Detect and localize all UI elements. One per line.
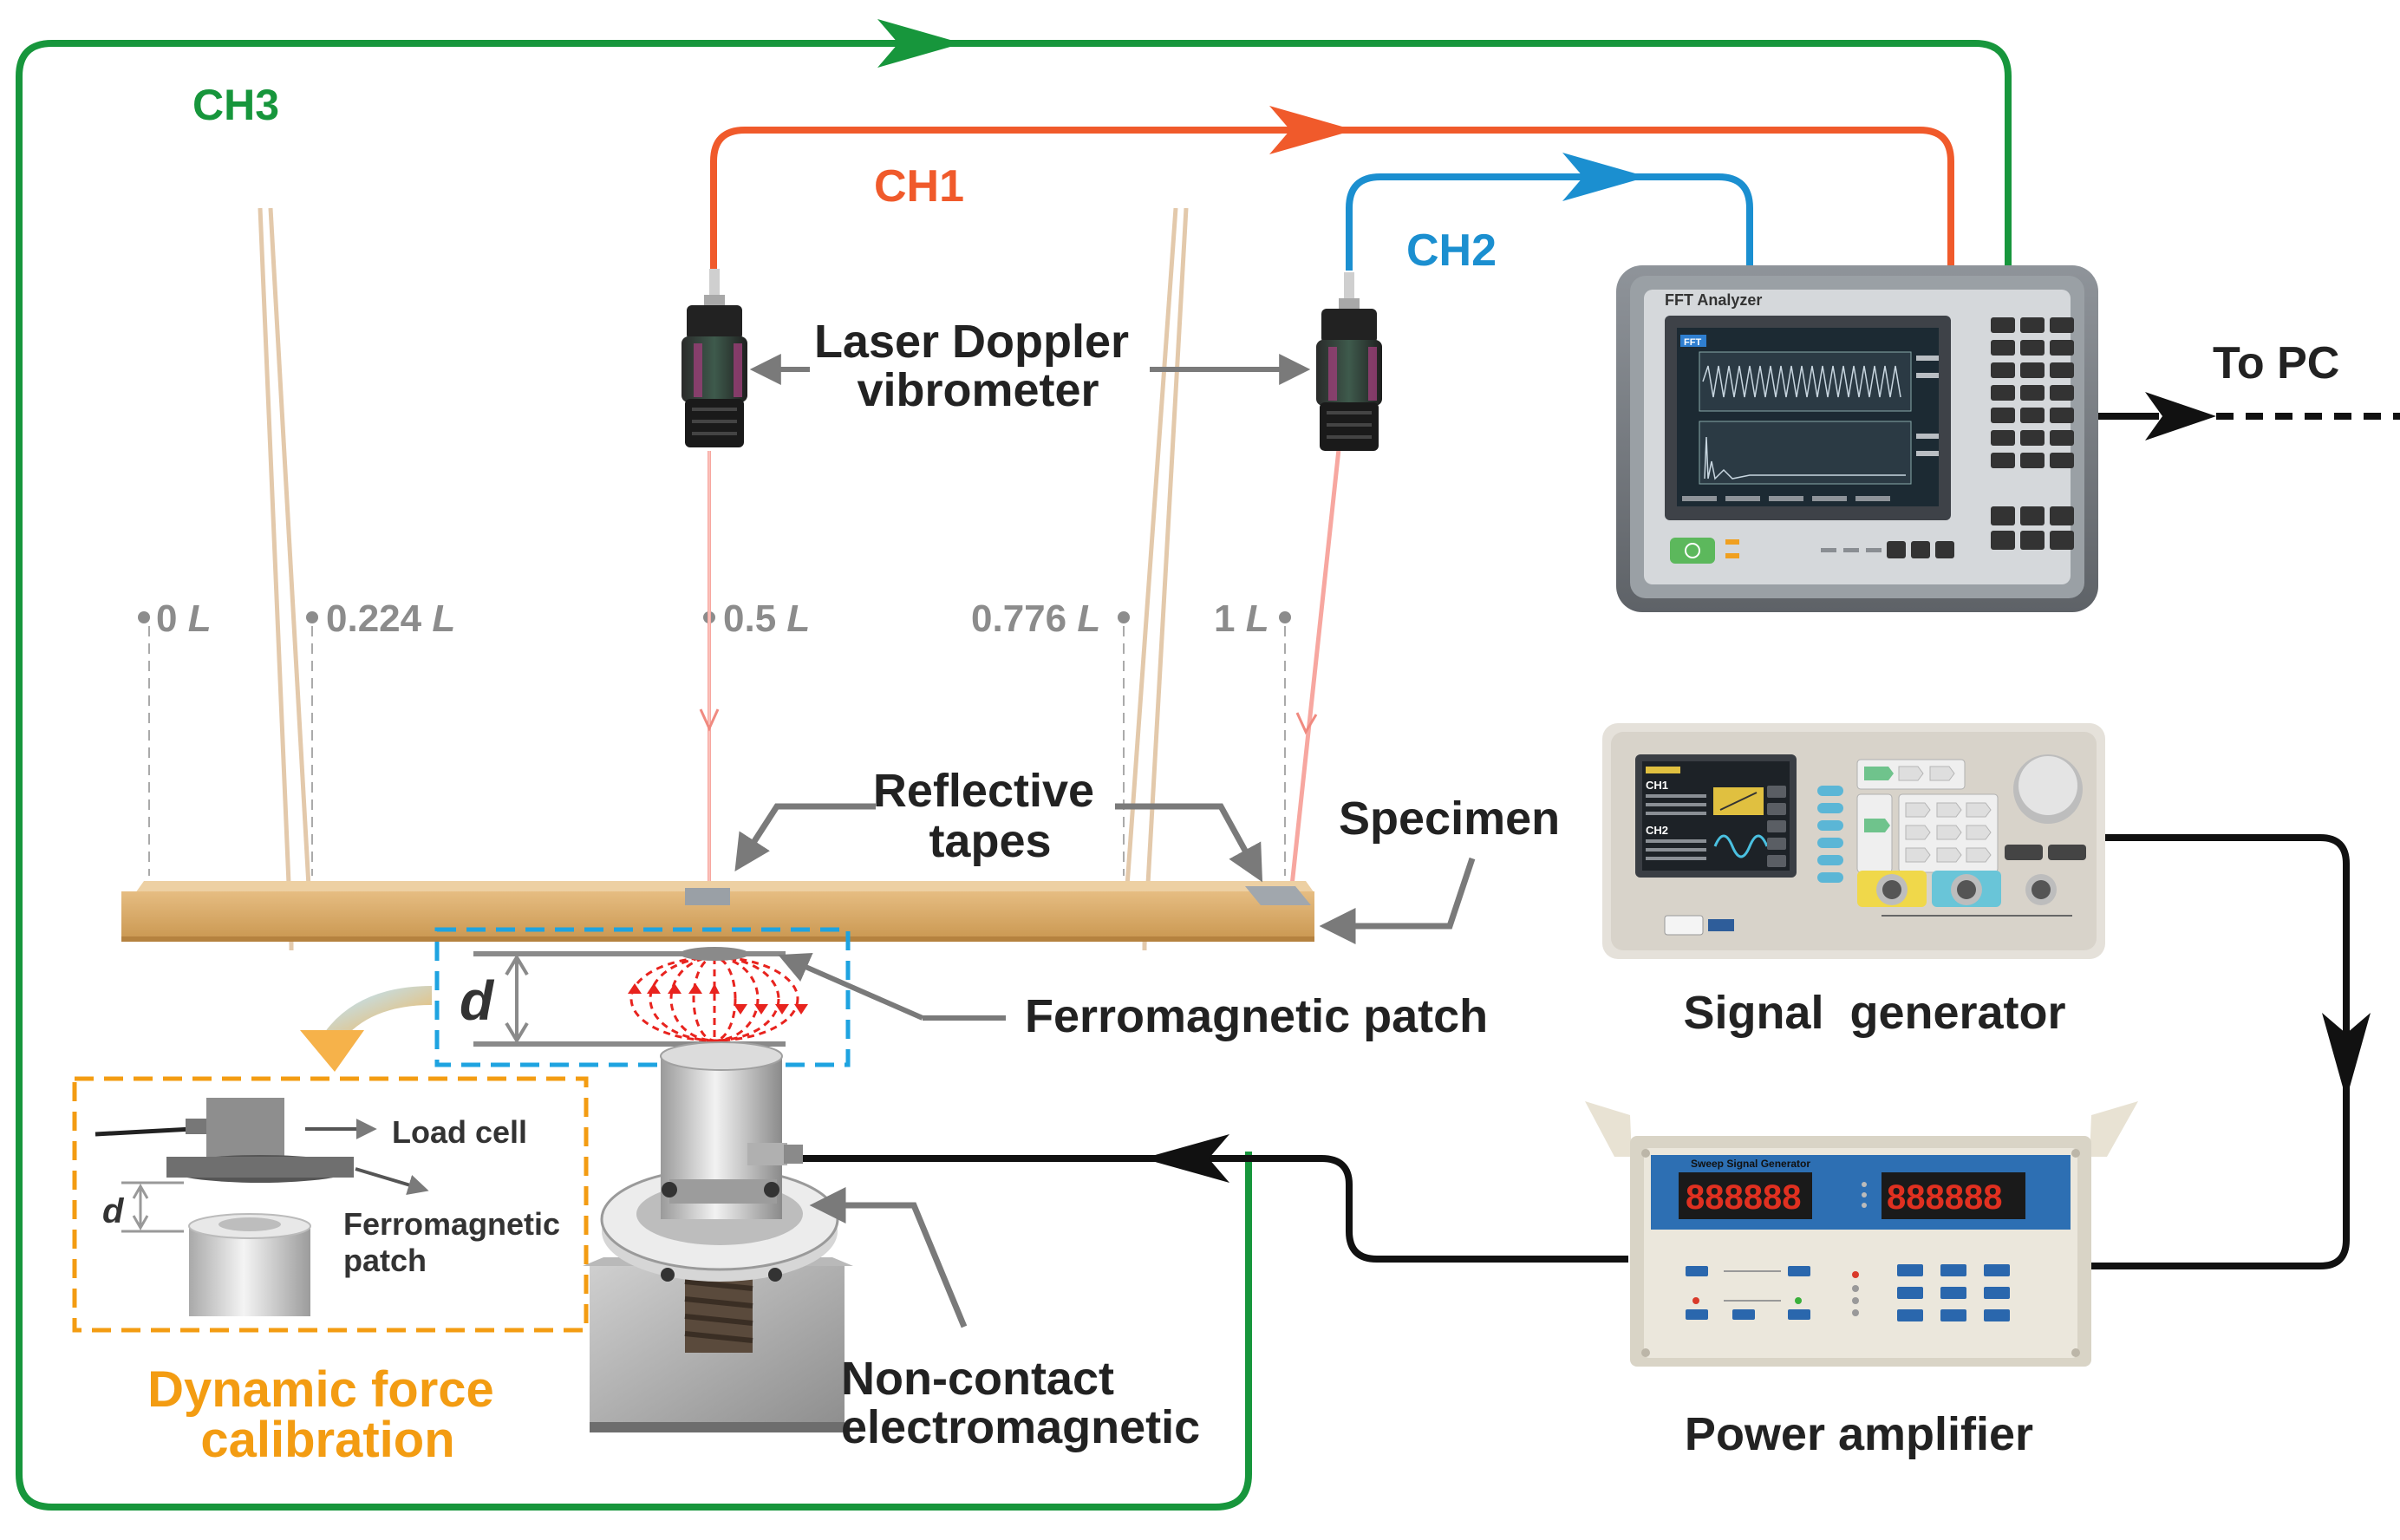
pos-3-value: 0.776 xyxy=(971,597,1066,640)
calibration-inset-box xyxy=(72,1076,589,1333)
laser-beams xyxy=(699,448,1341,903)
field-arrows xyxy=(628,983,808,1015)
ch2-label: CH2 xyxy=(1406,225,1497,276)
amp-display-right: 888888 xyxy=(1887,1178,2002,1217)
black-arrow-left xyxy=(1143,1134,1229,1183)
ch3-arrow xyxy=(877,19,962,68)
fft-screen-tag: FFT xyxy=(1684,337,1701,348)
ch1-label: CH1 xyxy=(874,161,964,212)
laser-label: Laser Doppler vibrometer xyxy=(814,316,1142,416)
ch3-cable xyxy=(16,40,2012,1511)
svg-text:0.224 L: 0.224 L xyxy=(326,597,455,640)
gap-label: d xyxy=(460,969,495,1032)
noncontact-label: Non-contact electromagnetic xyxy=(841,1353,1200,1453)
laser-head-right xyxy=(1316,272,1382,451)
electromagnetic-actuator xyxy=(583,1041,853,1432)
pos-4-value: 1 xyxy=(1214,597,1235,640)
noncontact-pointer xyxy=(809,1187,968,1328)
reflective-label: Reflective tapes xyxy=(873,765,1107,867)
position-markers: 0 L 0.224 L 0.5 L 0.776 L 1 L xyxy=(138,597,1291,876)
ferro-cylinder xyxy=(188,1213,311,1316)
pos-1-unit: L xyxy=(432,597,455,640)
ferro-small-label: Ferromagnetic patch xyxy=(343,1206,569,1278)
fft-title: FFT Analyzer xyxy=(1665,291,1762,309)
signal-generator-label: Signal generator xyxy=(1683,987,2065,1039)
laser-head-left xyxy=(682,269,747,447)
power-amplifier: Sweep Signal Generator 888888 888888 xyxy=(1585,1101,2138,1367)
svg-text:0 L: 0 L xyxy=(156,597,212,640)
pos-4-unit: L xyxy=(1246,597,1269,640)
suspension-strings xyxy=(258,207,1189,946)
power-amplifier-label: Power amplifier xyxy=(1685,1408,2033,1460)
amp-display-left: 888888 xyxy=(1686,1178,1801,1217)
svg-text:0.5 L: 0.5 L xyxy=(723,597,810,640)
black-arrow-down xyxy=(2322,1013,2371,1100)
amp-title: Sweep Signal Generator xyxy=(1691,1158,1810,1170)
pos-1-value: 0.224 xyxy=(326,597,422,640)
specimen-pointer xyxy=(1319,857,1476,944)
to-pc-label: To PC xyxy=(2213,338,2339,388)
pos-2-value: 0.5 xyxy=(723,597,776,640)
ch3-label: CH3 xyxy=(192,81,279,129)
pos-0-value: 0 xyxy=(156,597,177,640)
ferro-label: Ferromagnetic patch xyxy=(1025,990,1488,1042)
marker-05L: 0.5 L xyxy=(703,597,810,640)
fft-keypad xyxy=(1887,317,2074,558)
ch2-cable xyxy=(1346,173,1753,271)
pos-3-unit: L xyxy=(1077,597,1100,640)
reflective-pointer-left xyxy=(734,803,876,872)
pos-2-unit: L xyxy=(786,597,810,640)
signal-generator: CH1 CH2 xyxy=(1602,723,2105,959)
marker-1L: 1 L xyxy=(1214,597,1291,876)
magnetic-field-lines xyxy=(629,956,799,1042)
marker-0776L: 0.776 L xyxy=(971,597,1130,876)
sg-screen-ch2: CH2 xyxy=(1646,824,1668,837)
to-pc-arrow xyxy=(2145,392,2216,440)
fft-analyzer: FFT Analyzer FFT xyxy=(1616,265,2098,612)
calibration-arrow-head xyxy=(300,1030,364,1072)
calibration-title: Dynamic force calibration xyxy=(147,1361,508,1468)
load-cell xyxy=(95,1098,354,1183)
specimen-beam xyxy=(121,881,1314,950)
marker-0L: 0 L xyxy=(138,597,212,876)
svg-text:1 L: 1 L xyxy=(1214,597,1269,640)
pos-0-unit: L xyxy=(188,597,212,640)
ferro-small-pointer xyxy=(355,1167,429,1195)
ch2-arrow xyxy=(1562,153,1647,201)
marker-0224L: 0.224 L xyxy=(306,597,455,876)
gap-detail-box xyxy=(434,927,851,1067)
load-cell-label: Load cell xyxy=(392,1114,527,1150)
gap-small-label: d xyxy=(102,1192,125,1230)
specimen-label: Specimen xyxy=(1339,793,1560,845)
sg-screen-ch1: CH1 xyxy=(1646,779,1668,792)
fft-power-button xyxy=(1670,538,1715,564)
reflective-pointer-right xyxy=(1115,803,1263,883)
ch1-arrow xyxy=(1269,106,1354,154)
svg-text:0.776 L: 0.776 L xyxy=(971,597,1100,640)
calibration-transfer-arrow xyxy=(325,986,433,1043)
